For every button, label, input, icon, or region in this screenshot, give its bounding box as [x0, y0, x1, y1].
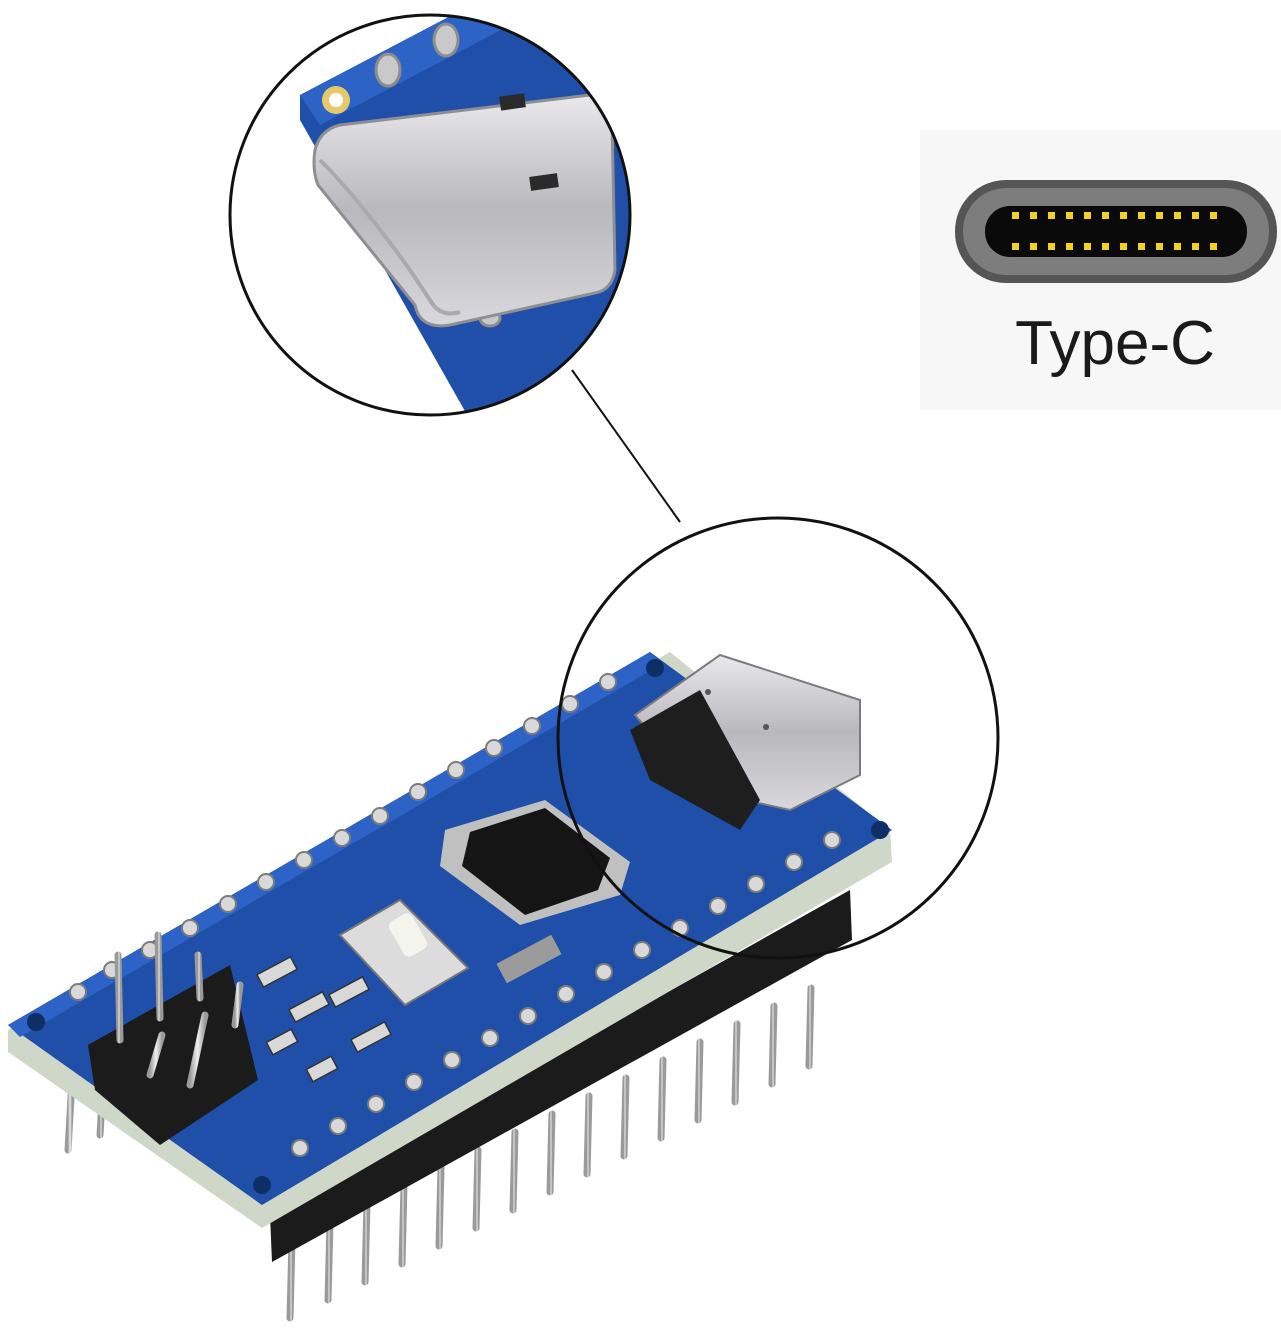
type-c-label: Type-C [1015, 309, 1215, 378]
zoom-circle [228, 13, 632, 417]
usb-c-connector-on-board [630, 653, 861, 830]
usb-type-c-port-icon [955, 180, 1277, 283]
atmega-chip [440, 800, 630, 925]
magnifier-circle [556, 516, 1000, 960]
nano-board [8, 652, 892, 1322]
reset-button-component [338, 898, 470, 1007]
callout-line [571, 369, 681, 523]
